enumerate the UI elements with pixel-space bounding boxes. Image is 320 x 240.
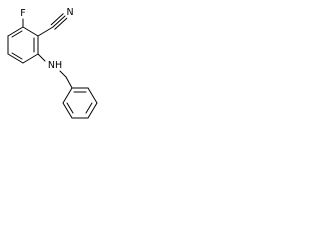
ch2-ring-bond — [65, 76, 73, 89]
ring-bond — [87, 102, 98, 119]
chemical-structure: F N NH — [7, 7, 98, 119]
ring-inner-double-bond — [11, 30, 23, 38]
c-n-bond — [37, 53, 46, 62]
nitrile-group: N — [37, 7, 74, 37]
ring-bond — [22, 26, 39, 37]
triple-bond-line — [52, 15, 66, 28]
ring-bond — [62, 102, 73, 119]
ring-bond — [7, 53, 24, 64]
n-ch2-bond — [59, 70, 67, 78]
nitrile-nitrogen-label: N — [66, 7, 73, 18]
phenyl-ring — [62, 87, 98, 119]
ring-bond — [62, 87, 73, 104]
ring-bond — [22, 53, 39, 64]
c-cn-bond — [37, 26, 54, 37]
amine-label: NH — [48, 60, 62, 71]
fluoro-substituent: F — [20, 8, 26, 28]
ring-inner-double-bond — [66, 102, 74, 114]
ring-inner-double-bond — [11, 52, 23, 60]
benzonitrile-ring — [7, 26, 39, 64]
ring-bond — [87, 87, 98, 104]
fluorine-label: F — [20, 8, 25, 19]
ring-bond — [7, 26, 24, 37]
benzylamine-linker: NH — [37, 53, 73, 89]
triple-bond-line — [54, 17, 68, 30]
ring-inner-double-bond — [85, 102, 93, 114]
triple-bond-line — [50, 13, 64, 26]
